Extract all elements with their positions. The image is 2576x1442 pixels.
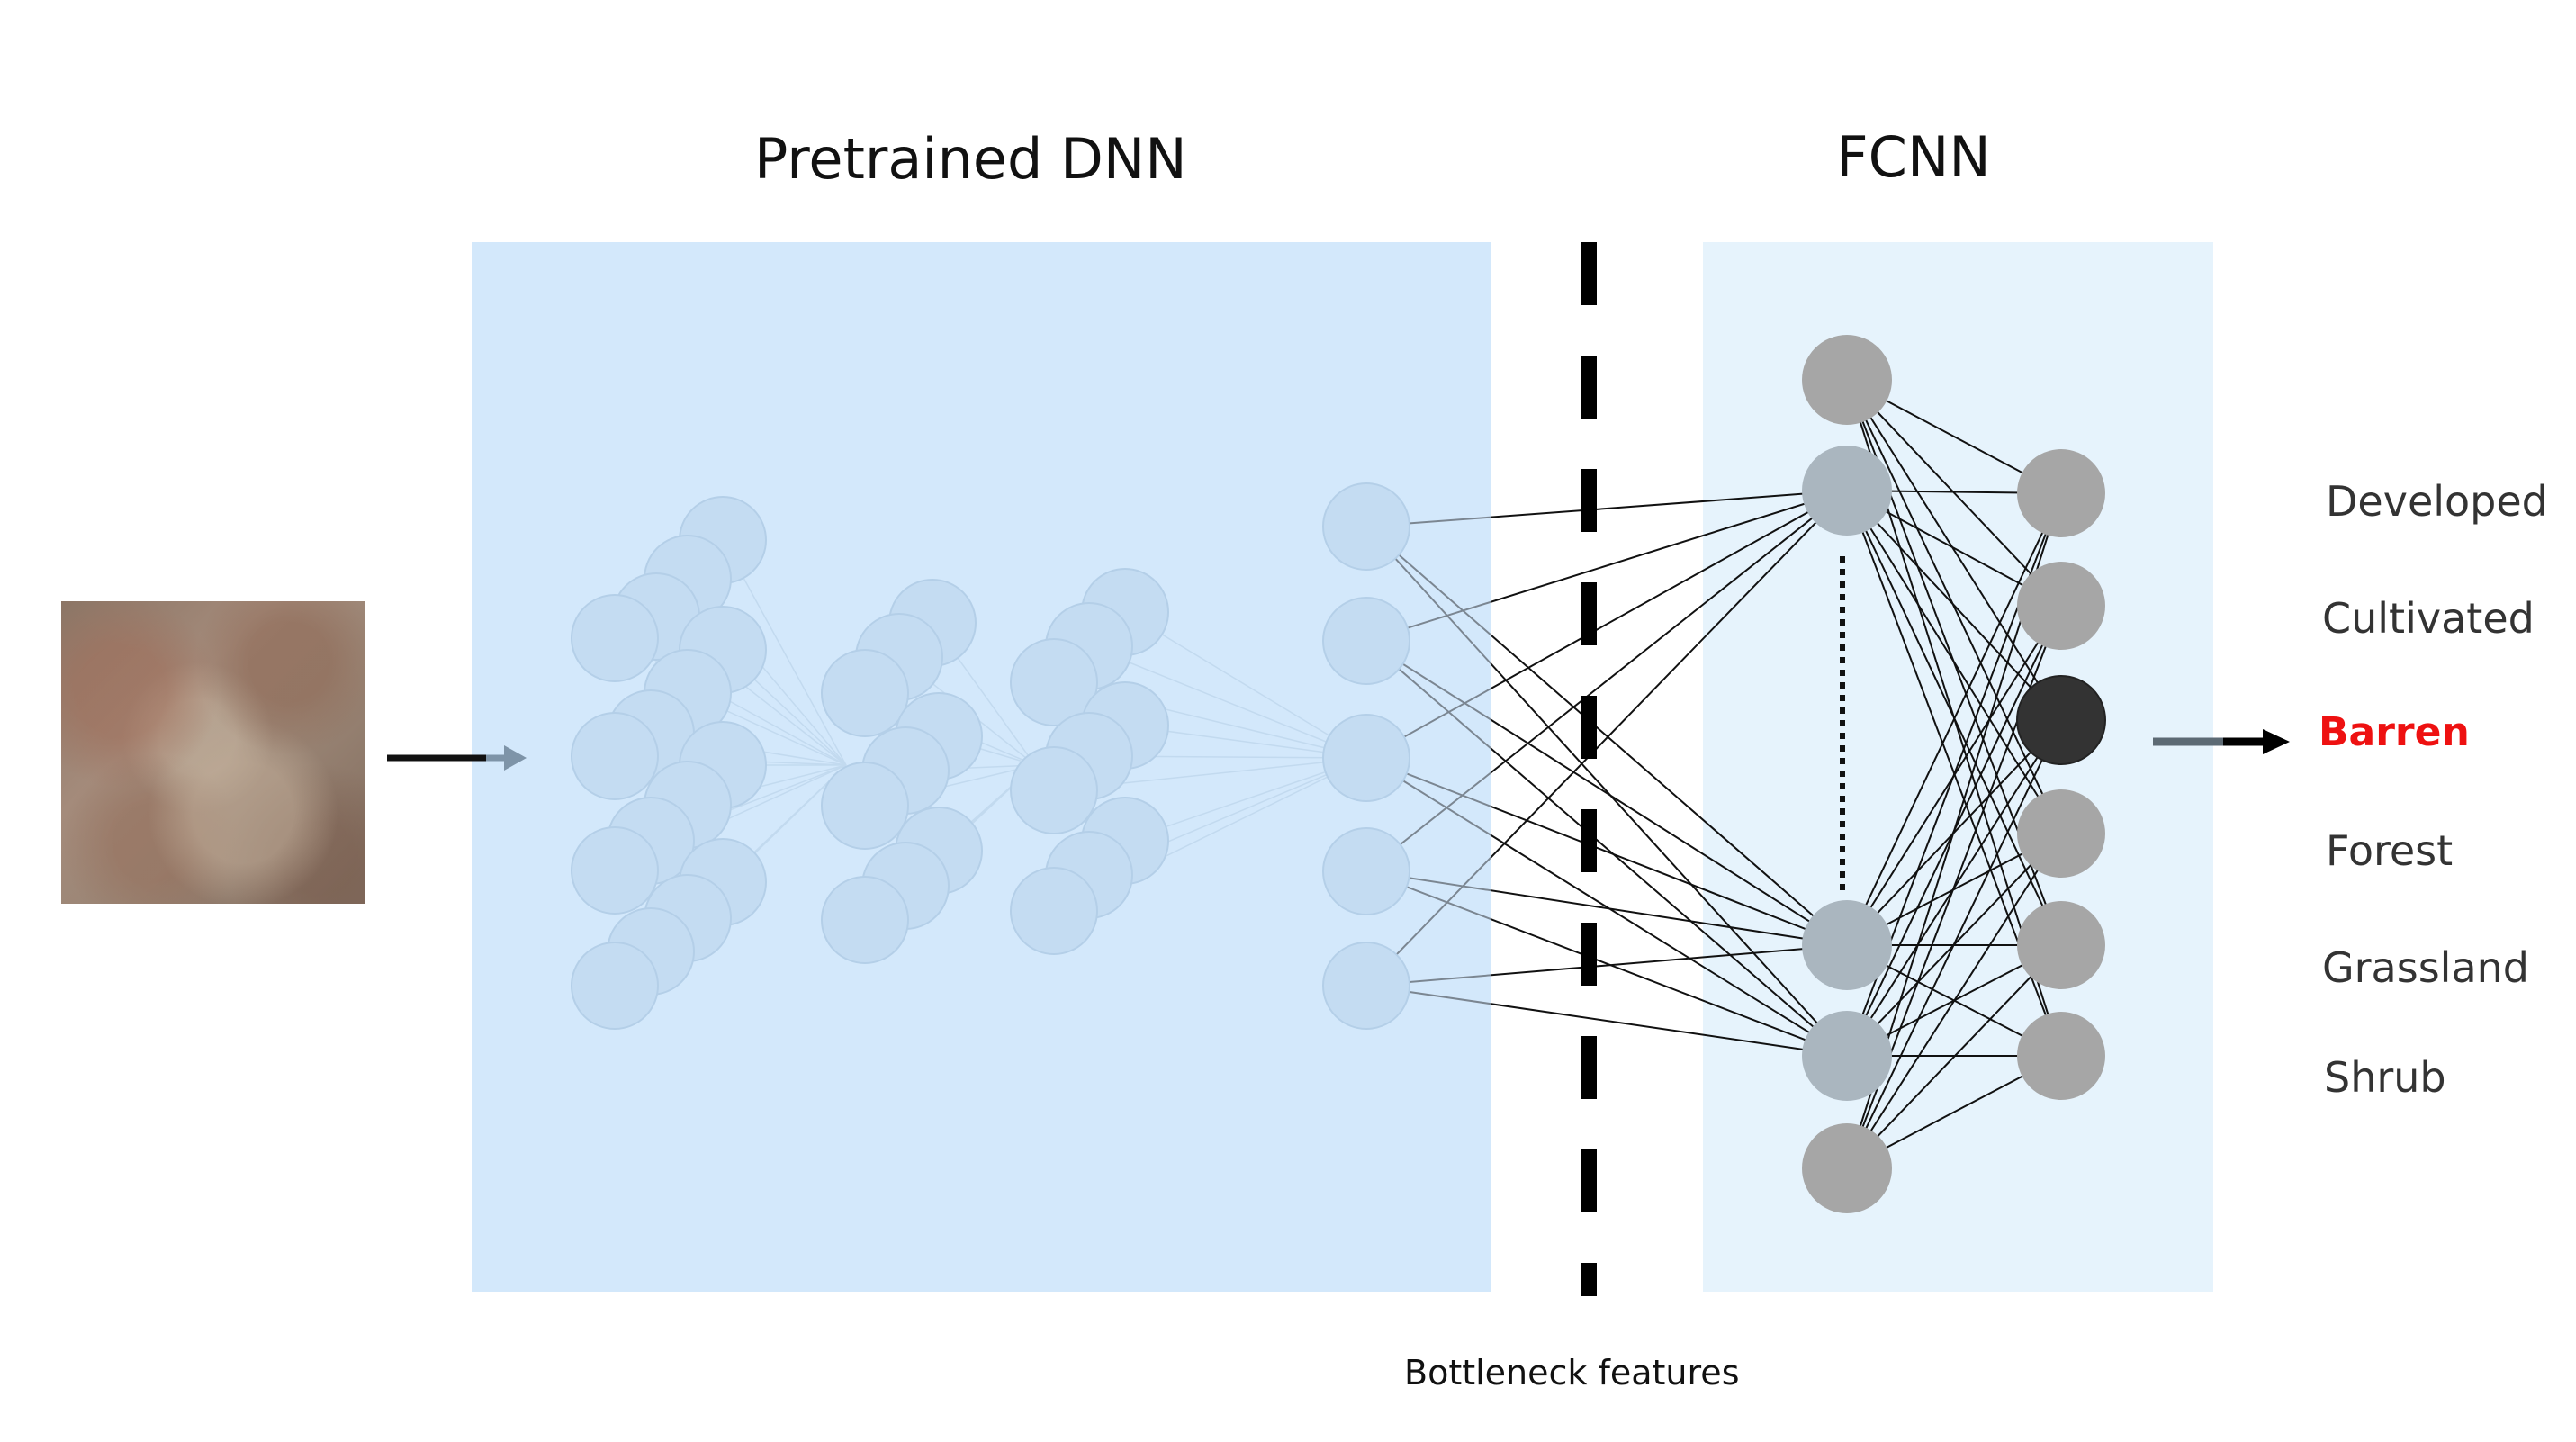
diagram-decorations xyxy=(387,242,2290,1296)
fcnn-output-node-5 xyxy=(2017,1012,2105,1100)
fcnn-output-node-4 xyxy=(2017,901,2105,989)
faded-node-l3-8 xyxy=(1010,867,1098,955)
fcnn-output-node-3 xyxy=(2017,789,2105,878)
faded-node-l2-2 xyxy=(821,649,909,737)
output-label-shrub: Shrub xyxy=(2324,1053,2446,1102)
bottleneck-layer-node-2 xyxy=(1322,714,1410,802)
output-arrow-head xyxy=(2263,729,2290,754)
fcnn-panel xyxy=(1703,242,2213,1292)
faded-node-l1-15 xyxy=(571,942,659,1030)
hidden-to-output-edge-1-3 xyxy=(1846,490,2062,834)
bottleneck-layer-node-4 xyxy=(1322,942,1410,1030)
bottleneck-layer-node-3 xyxy=(1322,827,1410,915)
input-arrow-head xyxy=(504,745,527,771)
hidden-to-output-edge-4-2 xyxy=(1846,719,2062,1169)
input-satellite-image xyxy=(61,601,365,904)
output-label-grassland: Grassland xyxy=(2322,943,2529,992)
bottleneck-layer-node-0 xyxy=(1322,482,1410,571)
output-label-developed: Developed xyxy=(2326,477,2548,526)
faded-node-l1-7 xyxy=(571,712,659,800)
network-connections xyxy=(472,242,2062,1292)
fcnn-output-node-2 xyxy=(2016,675,2106,765)
fcnn-output-node-0 xyxy=(2017,449,2105,537)
fcnn-output-node-1 xyxy=(2017,562,2105,650)
hidden-to-output-edge-2-0 xyxy=(1846,492,2062,946)
faded-node-l3-2 xyxy=(1010,638,1098,726)
hidden-to-output-edge-4-3 xyxy=(1846,833,2062,1169)
bottleneck-features-caption: Bottleneck features xyxy=(1404,1353,1740,1392)
faded-node-l2-5 xyxy=(821,762,909,850)
fcnn-hidden-node-4 xyxy=(1802,1123,1892,1213)
fcnn-hidden-node-1 xyxy=(1802,446,1892,536)
pretrained-dnn-title: Pretrained DNN xyxy=(754,126,1187,192)
hidden-to-output-edge-0-2 xyxy=(1846,379,2062,721)
network-nodes xyxy=(571,335,2106,1213)
hidden-to-output-edge-4-4 xyxy=(1846,944,2062,1169)
faded-node-l3-5 xyxy=(1010,746,1098,834)
fcnn-hidden-node-2 xyxy=(1802,900,1892,990)
fcnn-title: FCNN xyxy=(1836,124,1991,190)
output-label-barren: Barren xyxy=(2319,709,2470,755)
fcnn-hidden-node-3 xyxy=(1802,1011,1892,1101)
bottleneck-layer-node-1 xyxy=(1322,597,1410,685)
output-label-cultivated: Cultivated xyxy=(2322,594,2535,643)
output-label-forest: Forest xyxy=(2326,826,2454,875)
faded-node-l1-11 xyxy=(571,826,659,915)
faded-node-l2-8 xyxy=(821,876,909,964)
fcnn-hidden-node-0 xyxy=(1802,335,1892,425)
faded-node-l1-3 xyxy=(571,594,659,682)
